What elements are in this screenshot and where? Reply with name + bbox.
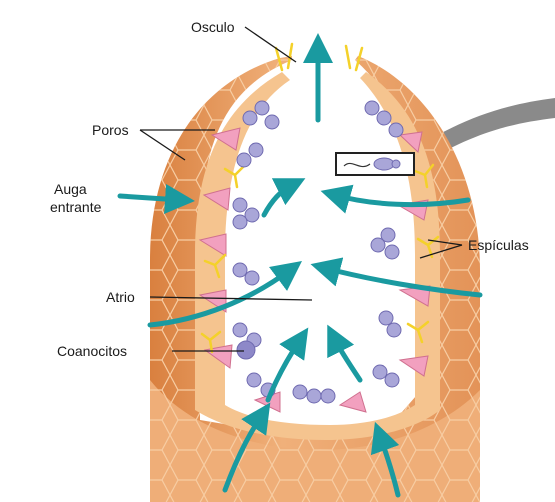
label-atrio: Atrio — [106, 289, 135, 305]
osculo-leader — [245, 27, 296, 62]
label-espiculas: Espículas — [468, 237, 529, 253]
label-auga-line2: entrante — [50, 199, 102, 215]
label-auga-line1: Auga — [54, 181, 87, 197]
label-osculo: Osculo — [191, 19, 235, 35]
label-poros: Poros — [92, 122, 129, 138]
label-coanocitos: Coanocitos — [57, 343, 127, 359]
highlight-box — [336, 153, 414, 175]
